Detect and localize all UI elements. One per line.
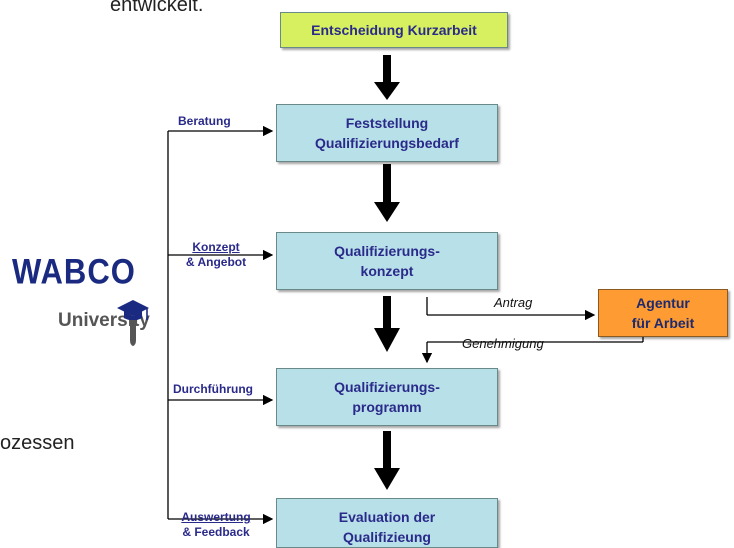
evaluation-box: Evaluation der Qualifizieung bbox=[276, 498, 498, 548]
background-text-fragment: entwickelt. bbox=[110, 0, 204, 16]
side-label-auswertung-line2: & Feedback bbox=[182, 525, 250, 539]
flow-label-genehmigung: Genehmigung bbox=[462, 336, 544, 351]
side-label-auswertung: Auswertung & Feedback bbox=[173, 510, 259, 540]
flow-label-antrag: Antrag bbox=[494, 295, 533, 310]
side-label-beratung: Beratung bbox=[178, 114, 231, 128]
background-text-fragment: ozessen bbox=[0, 432, 75, 454]
agency-box: Agentur für Arbeit bbox=[598, 289, 728, 337]
graduation-cap-wrench-icon bbox=[117, 300, 149, 346]
decision-box: Entscheidung Kurzarbeit bbox=[280, 12, 508, 48]
needs-label-line2: Qualifizierungsbedarf bbox=[315, 135, 459, 151]
concept-label-line1: Qualifizierungs- bbox=[334, 243, 440, 259]
down-arrow bbox=[374, 431, 400, 490]
needs-assessment-box: Feststellung Qualifizierungsbedarf bbox=[276, 104, 498, 162]
concept-label-line2: konzept bbox=[360, 263, 414, 279]
agency-label-line2: für Arbeit bbox=[631, 315, 695, 331]
side-label-konzept-line2: & Angebot bbox=[185, 255, 247, 269]
side-label-konzept-line1: Konzept bbox=[192, 240, 240, 254]
program-label-line2: programm bbox=[352, 399, 422, 415]
decision-label: Entscheidung Kurzarbeit bbox=[311, 22, 477, 38]
down-arrow bbox=[374, 164, 400, 222]
down-arrow bbox=[374, 55, 400, 100]
evaluation-label-line1: Evaluation der bbox=[338, 509, 436, 525]
agency-label-line1: Agentur bbox=[636, 295, 690, 311]
needs-label-line1: Feststellung bbox=[345, 115, 429, 131]
evaluation-label-line2: Qualifizieung bbox=[343, 529, 431, 545]
program-box: Qualifizierungs- programm bbox=[276, 368, 498, 426]
program-label-line1: Qualifizierungs- bbox=[334, 379, 440, 395]
logo-brand-text: WABCO bbox=[12, 251, 136, 292]
concept-box: Qualifizierungs- konzept bbox=[276, 232, 498, 290]
down-arrow bbox=[374, 296, 400, 352]
side-label-konzept: Konzept & Angebot bbox=[176, 240, 256, 270]
side-label-durchfuehrung: Durchführung bbox=[173, 382, 253, 396]
side-label-auswertung-line1: Auswertung bbox=[181, 510, 251, 524]
